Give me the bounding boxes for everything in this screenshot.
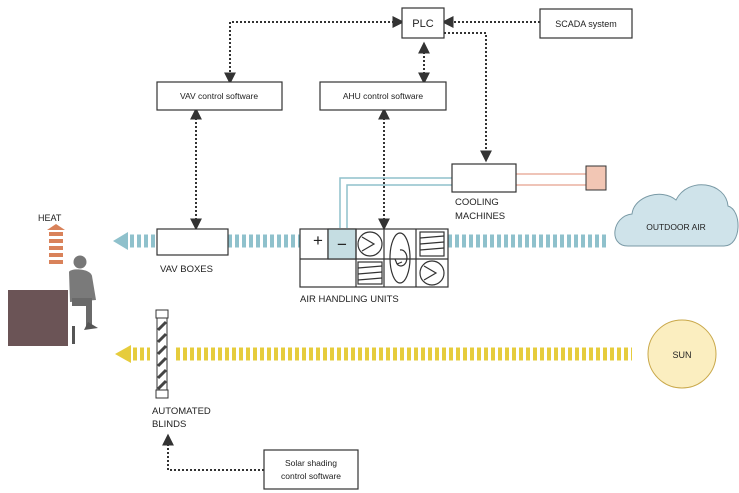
plc-box[interactable]: PLC	[401, 7, 445, 39]
sun-label: SUN	[672, 350, 691, 360]
solar-software-box[interactable]: Solar shading control software	[263, 449, 359, 490]
vav-software-box[interactable]: VAV control software	[156, 81, 283, 111]
person-at-desk-icon	[8, 255, 98, 346]
connector-plc-vav	[224, 16, 405, 85]
scada-box[interactable]: SCADA system	[539, 8, 633, 39]
solar-label-line2: control software	[281, 471, 341, 481]
control-connectors	[162, 16, 540, 471]
ahu-label: AIR HANDLING UNITS	[300, 294, 399, 305]
heater-symbol: +	[313, 231, 323, 250]
scada-label: SCADA system	[555, 19, 617, 29]
ahu-software-box[interactable]: AHU control software	[319, 81, 447, 111]
blinds-label-line2: BLINDS	[152, 419, 186, 430]
connector-solar-blinds	[162, 433, 264, 471]
blinds-label-line1: AUTOMATED	[152, 406, 211, 417]
fan-icon	[419, 260, 445, 286]
heat-label: HEAT	[38, 213, 62, 223]
filter-icon	[357, 261, 383, 285]
solar-label-line1: Solar shading	[285, 458, 337, 468]
automated-blinds[interactable]	[155, 309, 169, 399]
air-flow-arrow	[113, 232, 608, 250]
cooling-machines-box[interactable]	[451, 163, 517, 193]
cooling-label-line1: COOLING	[455, 197, 499, 208]
cooling-label-line2: MACHINES	[455, 211, 505, 222]
filter-icon	[419, 231, 445, 257]
cooling-pipes	[339, 173, 586, 228]
outdoor-air-label: OUTDOOR AIR	[646, 222, 706, 232]
heat-arrow-icon	[47, 224, 65, 264]
air-handling-units[interactable]	[299, 228, 449, 288]
vav-boxes[interactable]	[156, 228, 229, 256]
connector-plc-cooling	[444, 32, 492, 163]
fan-icon	[357, 231, 383, 257]
outdoor-cooling-unit	[585, 165, 607, 191]
outdoor-air-cloud: OUTDOOR AIR	[614, 184, 739, 247]
vav-software-label: VAV control software	[180, 91, 258, 101]
vav-boxes-label: VAV BOXES	[160, 264, 213, 275]
sun-flow-arrow	[115, 345, 632, 363]
plc-label: PLC	[412, 18, 433, 30]
cooler-symbol: −	[337, 235, 347, 254]
heat-recovery-wheel-icon	[389, 232, 411, 284]
sun-icon: SUN	[647, 319, 717, 389]
ahu-software-label: AHU control software	[343, 91, 424, 101]
